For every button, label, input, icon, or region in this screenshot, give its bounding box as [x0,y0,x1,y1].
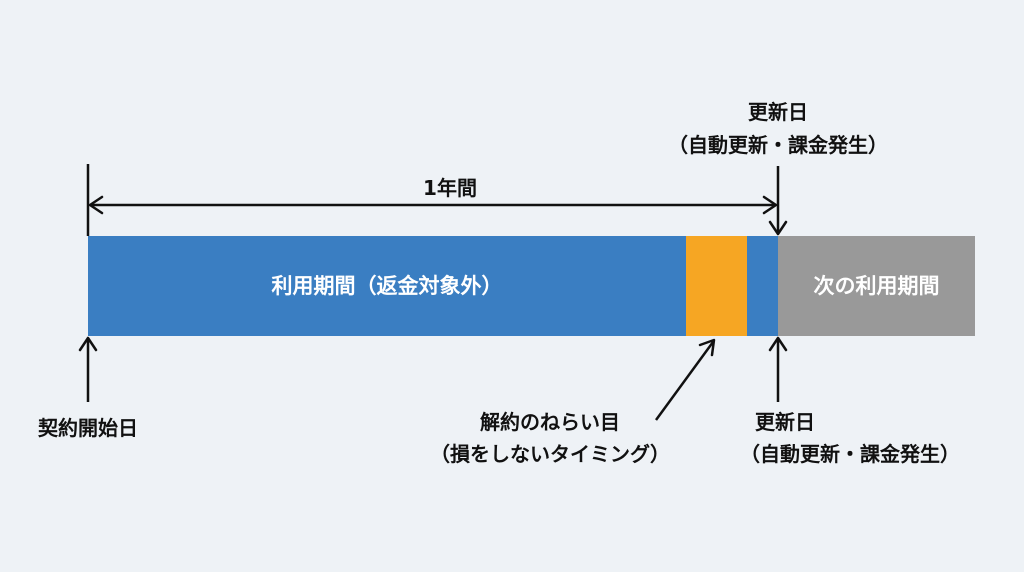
bottom-renewal-title: 更新日 [755,410,815,434]
cancel-timing-subtitle: （損をしないタイミング） [430,442,670,466]
usage-period-segment [88,236,686,336]
span-double-arrow [88,195,778,215]
contract-start-arrow [78,336,98,402]
usage-period-label: 利用期間（返金対象外） [271,274,503,298]
bottom-renewal-arrow [768,336,788,402]
top-renewal-title: 更新日 [748,100,808,124]
bottom-renewal-subtitle: （自動更新・課金発生） [740,442,960,466]
span-label: 1年間 [423,176,477,200]
cancel-timing-title: 解約のねらい目 [480,410,620,434]
next-period-segment [778,236,975,336]
top-renewal-subtitle: （自動更新・課金発生） [668,133,888,157]
cancel-timing-arrow [654,338,716,421]
top-renewal-arrow [768,166,788,236]
next-period-label: 次の利用期間 [813,274,940,298]
pre-renewal-segment [747,236,778,336]
contract-start-label: 契約開始日 [38,416,138,440]
cancel-timing-segment [686,236,747,336]
